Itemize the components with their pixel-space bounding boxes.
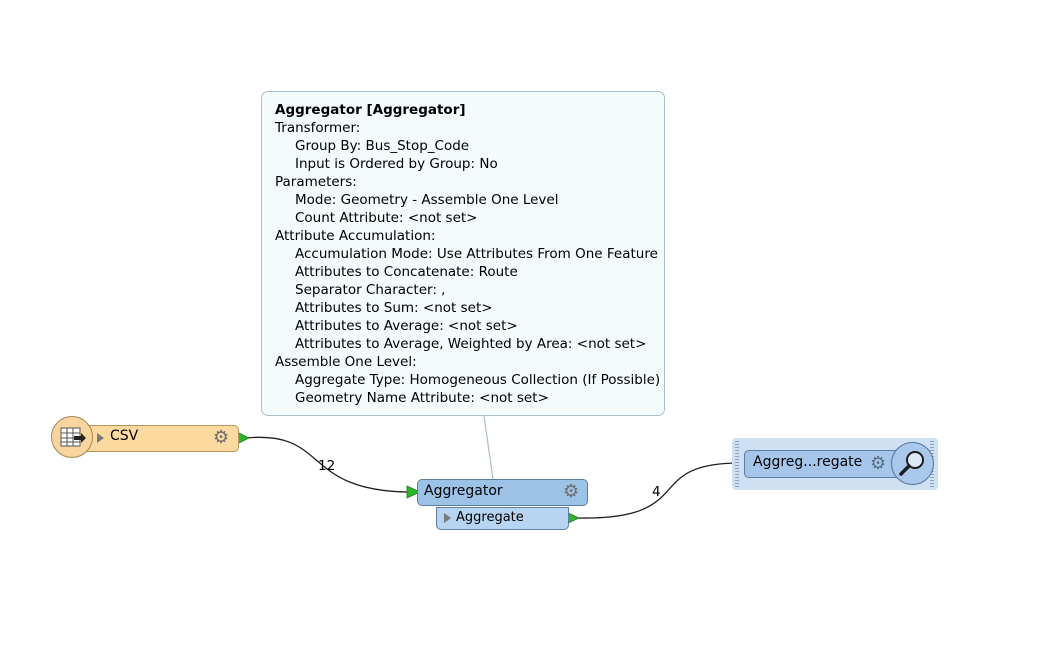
tooltip-pointer bbox=[483, 415, 494, 480]
aggregator-input-port[interactable] bbox=[406, 485, 421, 499]
inspector-gear-icon[interactable]: ⚙ bbox=[870, 453, 887, 474]
inspector-label: Aggreg...regate bbox=[753, 454, 863, 470]
tooltip-detail-line: Attributes to Concatenate: Route bbox=[295, 264, 518, 280]
tooltip-title: Aggregator [Aggregator] bbox=[275, 102, 466, 118]
connection-count-csv: 12 bbox=[318, 458, 336, 474]
aggregator-output-port-row[interactable] bbox=[436, 507, 569, 530]
tooltip-detail-line: Accumulation Mode: Use Attributes From O… bbox=[295, 246, 658, 262]
tooltip-section-heading: Parameters: bbox=[275, 174, 357, 190]
aggregate-port-expand-icon[interactable] bbox=[444, 513, 451, 523]
magnifier-icon bbox=[899, 451, 924, 476]
aggregator-gear-icon[interactable]: ⚙ bbox=[563, 481, 580, 502]
csv-reader-icon-circle[interactable] bbox=[51, 416, 93, 458]
tooltip-section-heading: Attribute Accumulation: bbox=[275, 228, 436, 244]
inspector-icon-circle[interactable] bbox=[891, 442, 934, 485]
csv-reader-label: CSV bbox=[110, 428, 139, 444]
connection-aggregate-inspector[interactable] bbox=[577, 462, 741, 519]
connection-csv-aggregator[interactable] bbox=[245, 436, 413, 493]
aggregate-port-label: Aggregate bbox=[456, 510, 524, 525]
tooltip-detail-line: Attributes to Sum: <not set> bbox=[295, 300, 493, 316]
csv-expand-icon[interactable] bbox=[97, 433, 104, 443]
left-resize-grip[interactable] bbox=[735, 441, 739, 487]
aggregator-transformer-node[interactable] bbox=[417, 479, 588, 506]
tooltip-detail-line: Count Attribute: <not set> bbox=[295, 210, 478, 226]
tooltip-detail-line: Mode: Geometry - Assemble One Level bbox=[295, 192, 559, 208]
tooltip-detail-line: Geometry Name Attribute: <not set> bbox=[295, 390, 549, 406]
tooltip-detail-line: Attributes to Average: <not set> bbox=[295, 318, 518, 334]
tooltip-detail-line: Group By: Bus_Stop_Code bbox=[295, 138, 470, 154]
csv-table-icon bbox=[60, 427, 86, 447]
transformer-tooltip: Aggregator [Aggregator] Transformer: Grou… bbox=[261, 91, 665, 416]
aggregator-label: Aggregator bbox=[424, 483, 503, 499]
tooltip-detail-line: Input is Ordered by Group: No bbox=[295, 156, 498, 172]
tooltip-section-heading: Transformer: bbox=[275, 120, 361, 136]
tooltip-detail-line: Attributes to Average, Weighted by Area:… bbox=[295, 336, 647, 352]
tooltip-detail-line: Separator Character: , bbox=[295, 282, 446, 298]
tooltip-section-heading: Assemble One Level: bbox=[275, 354, 417, 370]
csv-gear-icon[interactable]: ⚙ bbox=[213, 427, 230, 448]
tooltip-detail-line: Aggregate Type: Homogeneous Collection (… bbox=[295, 372, 661, 388]
connection-count-aggregate: 4 bbox=[652, 484, 661, 500]
